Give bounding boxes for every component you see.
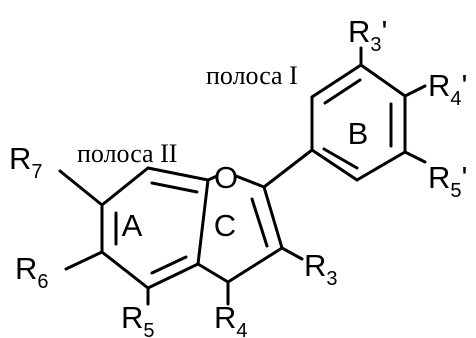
bond-c2-c3-double: [250, 197, 269, 248]
bond-c8-c7: [100, 166, 150, 207]
bonds: [58, 46, 427, 306]
bond-c5p-c6p: [355, 150, 407, 182]
ring-a-label: A: [122, 208, 143, 243]
bond-c2-c3: [262, 185, 284, 250]
substituent-r6: R6: [15, 251, 49, 293]
bond-c6p-c1p: [310, 148, 359, 182]
bond-c2-c1p: [262, 148, 314, 189]
bond-a-inner-1: [150, 181, 199, 194]
bond-c5-c4a: [146, 262, 200, 290]
substituent-r4-prime: R4': [428, 68, 467, 110]
bond-r7: [58, 169, 104, 207]
bond-c3p-c4p: [359, 63, 407, 98]
bond-c8-c8a: [146, 166, 210, 182]
bond-r3: [280, 246, 304, 261]
bond-r5p: [403, 150, 427, 164]
substituent-r3-prime: R3': [348, 14, 387, 56]
bond-b-inner-1: [323, 78, 362, 105]
band-1-label: полоса I: [206, 61, 298, 90]
substituent-r3: R3: [304, 248, 338, 290]
bond-a-inner-3: [150, 255, 188, 275]
bond-c6-c5: [100, 250, 150, 290]
ring-c-label: C: [214, 208, 236, 243]
ring-oxygen: O: [214, 160, 238, 195]
bond-o1-c2: [234, 174, 266, 189]
bond-r6: [64, 250, 104, 271]
substituent-r4: R4: [214, 300, 248, 338]
substituent-r5: R5: [121, 300, 155, 338]
substituent-r5-prime: R5': [428, 160, 467, 202]
bond-c4-c4a: [196, 262, 230, 284]
ring-b-label: B: [348, 116, 369, 151]
band-2-label: полоса II: [77, 139, 177, 168]
substituent-r7: R7: [9, 141, 43, 183]
bond-c2p-c3p: [310, 63, 363, 99]
bond-c8a-o1: [206, 174, 219, 182]
bond-c3-c4: [226, 246, 284, 284]
bond-r4p: [403, 84, 427, 98]
bond-c4a-c8a: [196, 178, 210, 266]
bond-b-inner-3: [322, 147, 359, 170]
